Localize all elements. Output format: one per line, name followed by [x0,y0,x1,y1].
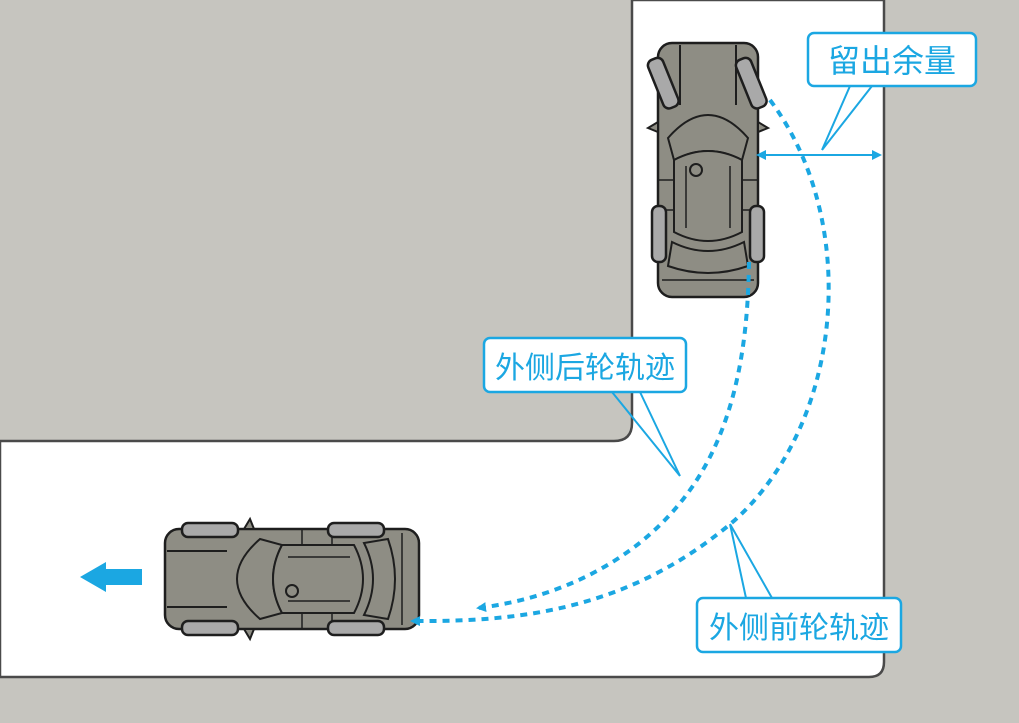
front-wheel-left [180,619,240,637]
car-bottom [163,517,421,641]
label-clearance: 留出余量 [828,42,956,80]
car-top [646,41,770,299]
arrow-left-icon [80,562,142,592]
label-rear-wheel-path: 外侧后轮轨迹 [495,351,675,386]
front-wheel-right [734,56,768,110]
callout-rear-wheel: 外侧后轮轨迹 [482,336,688,477]
callout-clearance: 留出余量 [806,31,978,151]
front-wheel-right [180,521,240,539]
callout-front-wheel: 外侧前轮轨迹 [695,523,903,654]
label-front-wheel-path: 外侧前轮轨迹 [709,611,889,646]
rear-wheel-trajectory [476,261,751,612]
front-wheel-left [646,56,680,110]
front-wheel-trajectory [410,98,831,627]
